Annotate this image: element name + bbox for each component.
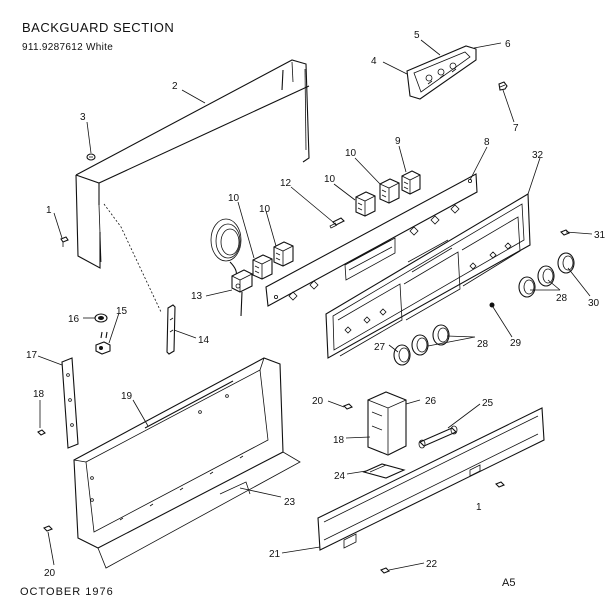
knob-28-c — [518, 276, 536, 298]
knob-27 — [393, 344, 411, 366]
rod-25 — [418, 425, 458, 449]
callout-27: 27 — [374, 342, 386, 353]
callout-1-right: 1 — [476, 502, 482, 513]
callout-4: 4 — [371, 56, 377, 67]
callout-24: 24 — [334, 471, 346, 482]
callout-5: 5 — [414, 30, 420, 41]
terminal-15 — [95, 331, 111, 355]
screw-12 — [329, 217, 345, 229]
callout-3: 2 — [172, 81, 178, 92]
knob-30 — [557, 252, 575, 274]
backguard-hood — [75, 59, 310, 313]
callout-18-center: 18 — [333, 435, 345, 446]
callout-10-d: 10 — [228, 193, 240, 204]
control-panel — [265, 173, 478, 307]
callout-20-left: 20 — [44, 568, 56, 579]
callout-10-c: 10 — [259, 204, 271, 215]
callout-26: 26 — [425, 396, 437, 407]
lower-panel-19 — [73, 357, 301, 569]
knob-28-a — [411, 334, 429, 356]
callout-21: 21 — [269, 549, 281, 560]
callout-28-b: 28 — [556, 293, 568, 304]
screw-7 — [498, 81, 508, 91]
callout-14: 14 — [198, 335, 210, 346]
thermostat-13 — [210, 218, 253, 317]
screw-22 — [380, 567, 390, 574]
callout-12: 12 — [280, 178, 292, 189]
grommet-16 — [94, 313, 108, 323]
callout-23: 23 — [284, 497, 296, 508]
callout-labels: 2 3 1 4 5 6 7 8 9 10 10 10 10 12 13 14 1… — [26, 30, 606, 579]
trim-strip-21 — [317, 407, 545, 551]
callout-7: 7 — [513, 123, 519, 134]
callout-17: 17 — [26, 350, 38, 361]
callout-31: 31 — [594, 230, 606, 241]
insulator-24 — [362, 463, 406, 479]
knob-28-d — [537, 265, 555, 287]
screw-20-center — [343, 403, 353, 410]
screw-18-left — [37, 429, 46, 436]
panel-frame — [325, 193, 531, 359]
screw-31 — [560, 229, 570, 236]
screw-29 — [489, 302, 495, 308]
screw-lower-right — [495, 481, 505, 488]
callout-1-left: 1 — [46, 205, 52, 216]
bracket-26 — [367, 391, 407, 456]
callout-10-b: 10 — [324, 174, 336, 185]
callout-16: 16 — [68, 314, 80, 325]
knob-28-b — [432, 324, 450, 346]
callout-29: 29 — [510, 338, 522, 349]
callout-30: 30 — [588, 298, 600, 309]
screw-20-left — [43, 525, 53, 532]
callout-20-center: 20 — [312, 396, 324, 407]
leader-lines — [37, 39, 593, 571]
callout-10-a: 10 — [345, 148, 357, 159]
switch-10-b — [355, 191, 376, 217]
callout-2: 3 — [80, 112, 86, 123]
callout-13: 13 — [191, 291, 203, 302]
bracket-14 — [166, 304, 176, 355]
section-title: BACKGUARD SECTION — [22, 20, 175, 35]
switch-10-a — [379, 178, 400, 204]
clock-bezel — [406, 45, 477, 100]
callout-15: 15 — [116, 306, 128, 317]
callout-22: 22 — [426, 559, 438, 570]
callout-28-a: 28 — [477, 339, 489, 350]
callout-19: 19 — [121, 391, 133, 402]
callout-32: 32 — [532, 150, 544, 161]
callout-8: 8 — [484, 137, 490, 148]
switch-10-d — [252, 254, 273, 280]
screw-2 — [86, 153, 96, 161]
switch-9 — [401, 170, 421, 195]
page-code: A5 — [502, 577, 516, 589]
callout-18-left: 18 — [33, 389, 45, 400]
switch-10-c — [273, 241, 294, 267]
model-number: 911.9287612 White — [22, 42, 114, 53]
callout-9: 9 — [395, 136, 401, 147]
callout-6: 6 — [505, 39, 511, 50]
callout-25: 25 — [482, 398, 494, 409]
publication-date: OCTOBER 1976 — [20, 586, 114, 598]
screw-1-left — [60, 236, 69, 247]
side-trim-17 — [61, 357, 79, 449]
